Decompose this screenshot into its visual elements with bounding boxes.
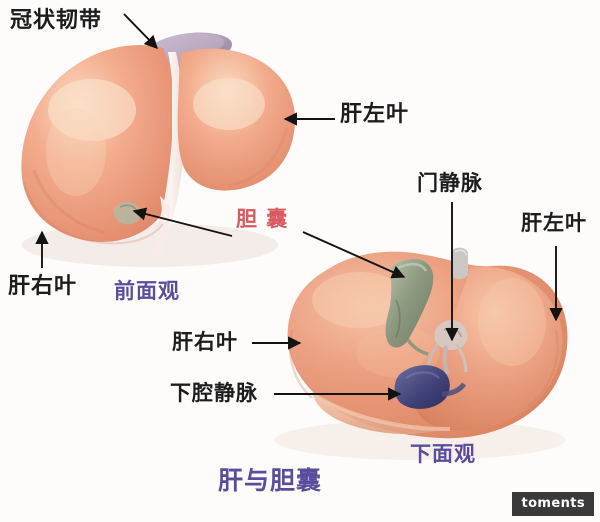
anterior-view-illustration — [21, 32, 295, 267]
leader-gallbladder-inferior — [302, 231, 406, 279]
label-right-lobe-inferior: 肝右叶 — [172, 330, 238, 354]
label-portal-vein: 门静脉 — [417, 171, 483, 195]
leader-coronary-ligament — [123, 13, 158, 49]
label-right-lobe-anterior: 肝右叶 — [8, 274, 78, 299]
inferior-view-illustration — [275, 247, 568, 460]
falciform-ligament-shape — [157, 52, 185, 228]
leader-lines — [35, 13, 563, 401]
caption-inferior-view: 下面观 — [410, 442, 476, 466]
caption-anterior-view: 前面观 — [114, 279, 180, 303]
label-left-lobe-anterior: 肝左叶 — [340, 102, 410, 127]
figure-title: 肝与胆囊 — [218, 466, 323, 495]
label-left-lobe-inferior: 肝左叶 — [521, 211, 587, 235]
round-ligament-shape — [151, 196, 170, 256]
inferior-left-lobe-shape — [413, 266, 563, 431]
leader-gallbladder-anterior — [132, 207, 233, 237]
hepatic-vein-stump-shape — [452, 247, 468, 280]
label-coronary-ligament: 冠状韧带 — [10, 8, 103, 33]
label-inferior-vena-cava: 下腔静脉 — [170, 381, 258, 405]
gallbladder-shape — [385, 258, 434, 348]
label-gallbladder: 胆 囊 — [236, 207, 289, 231]
toments-watermark: toments — [512, 492, 594, 516]
